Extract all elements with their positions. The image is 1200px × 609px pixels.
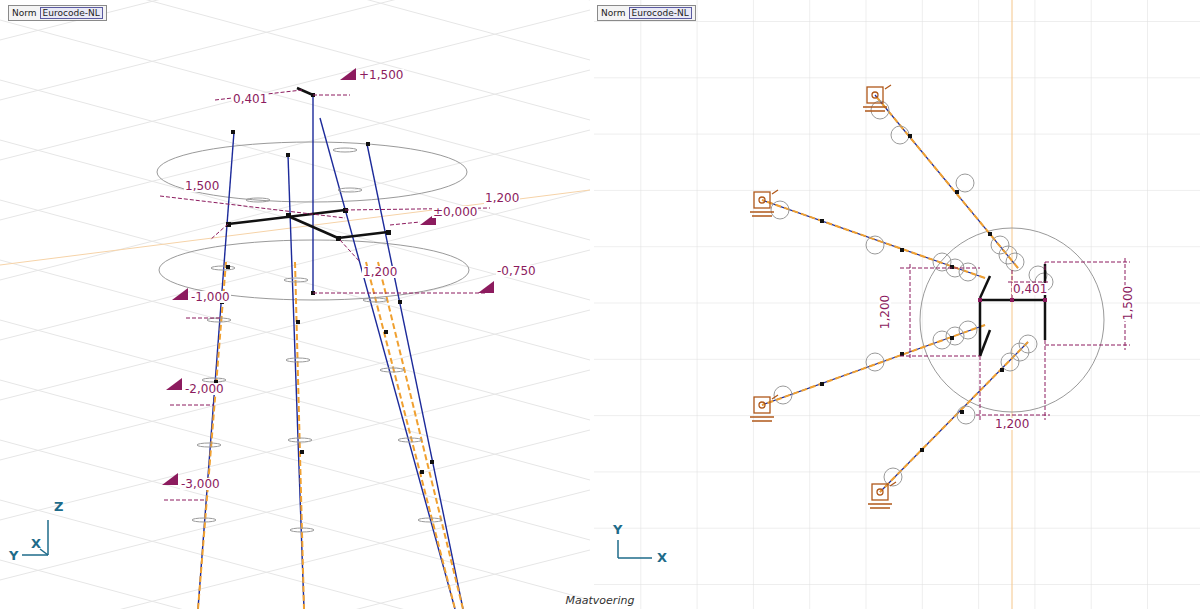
dimension-label: -3,000 xyxy=(180,478,221,490)
axis-label: Y xyxy=(8,549,19,562)
tag-value: Eurocode-NL xyxy=(40,7,103,19)
tag-label: Norm xyxy=(601,8,626,18)
plan-grid xyxy=(594,0,1200,609)
tag-value: Eurocode-NL xyxy=(629,7,692,19)
dimension-label: -1,000 xyxy=(190,291,231,303)
dimension-label: 1,200 xyxy=(879,294,891,330)
dimension-label: 1,200 xyxy=(484,192,520,204)
dimension-label: ±0,000 xyxy=(432,206,478,218)
axis-label: X xyxy=(656,551,668,564)
axis-label: X xyxy=(30,537,42,550)
axis-label: Y xyxy=(612,523,623,536)
dimension-label: 1,200 xyxy=(994,418,1030,430)
dimension-label: 1,500 xyxy=(1122,285,1134,321)
perspective-grid xyxy=(0,0,590,609)
dimension-label: 1,200 xyxy=(362,266,398,278)
caption: Maatvoering xyxy=(566,594,635,607)
dimension-label: +1,500 xyxy=(358,69,404,81)
axis-label: Z xyxy=(53,500,64,513)
standard-tag: NormEurocode-NL xyxy=(597,5,696,21)
tag-label: Norm xyxy=(12,8,37,18)
plan-view xyxy=(618,85,1130,558)
dimension-label: 1,500 xyxy=(184,180,220,192)
dimension-label: 0,401 xyxy=(1012,283,1048,295)
standard-tag: NormEurocode-NL xyxy=(8,5,107,21)
dimension-label: -0,750 xyxy=(496,265,537,277)
view-3d xyxy=(22,68,494,609)
dimension-label: -2,000 xyxy=(184,383,225,395)
dimension-label: 0,401 xyxy=(232,93,268,105)
